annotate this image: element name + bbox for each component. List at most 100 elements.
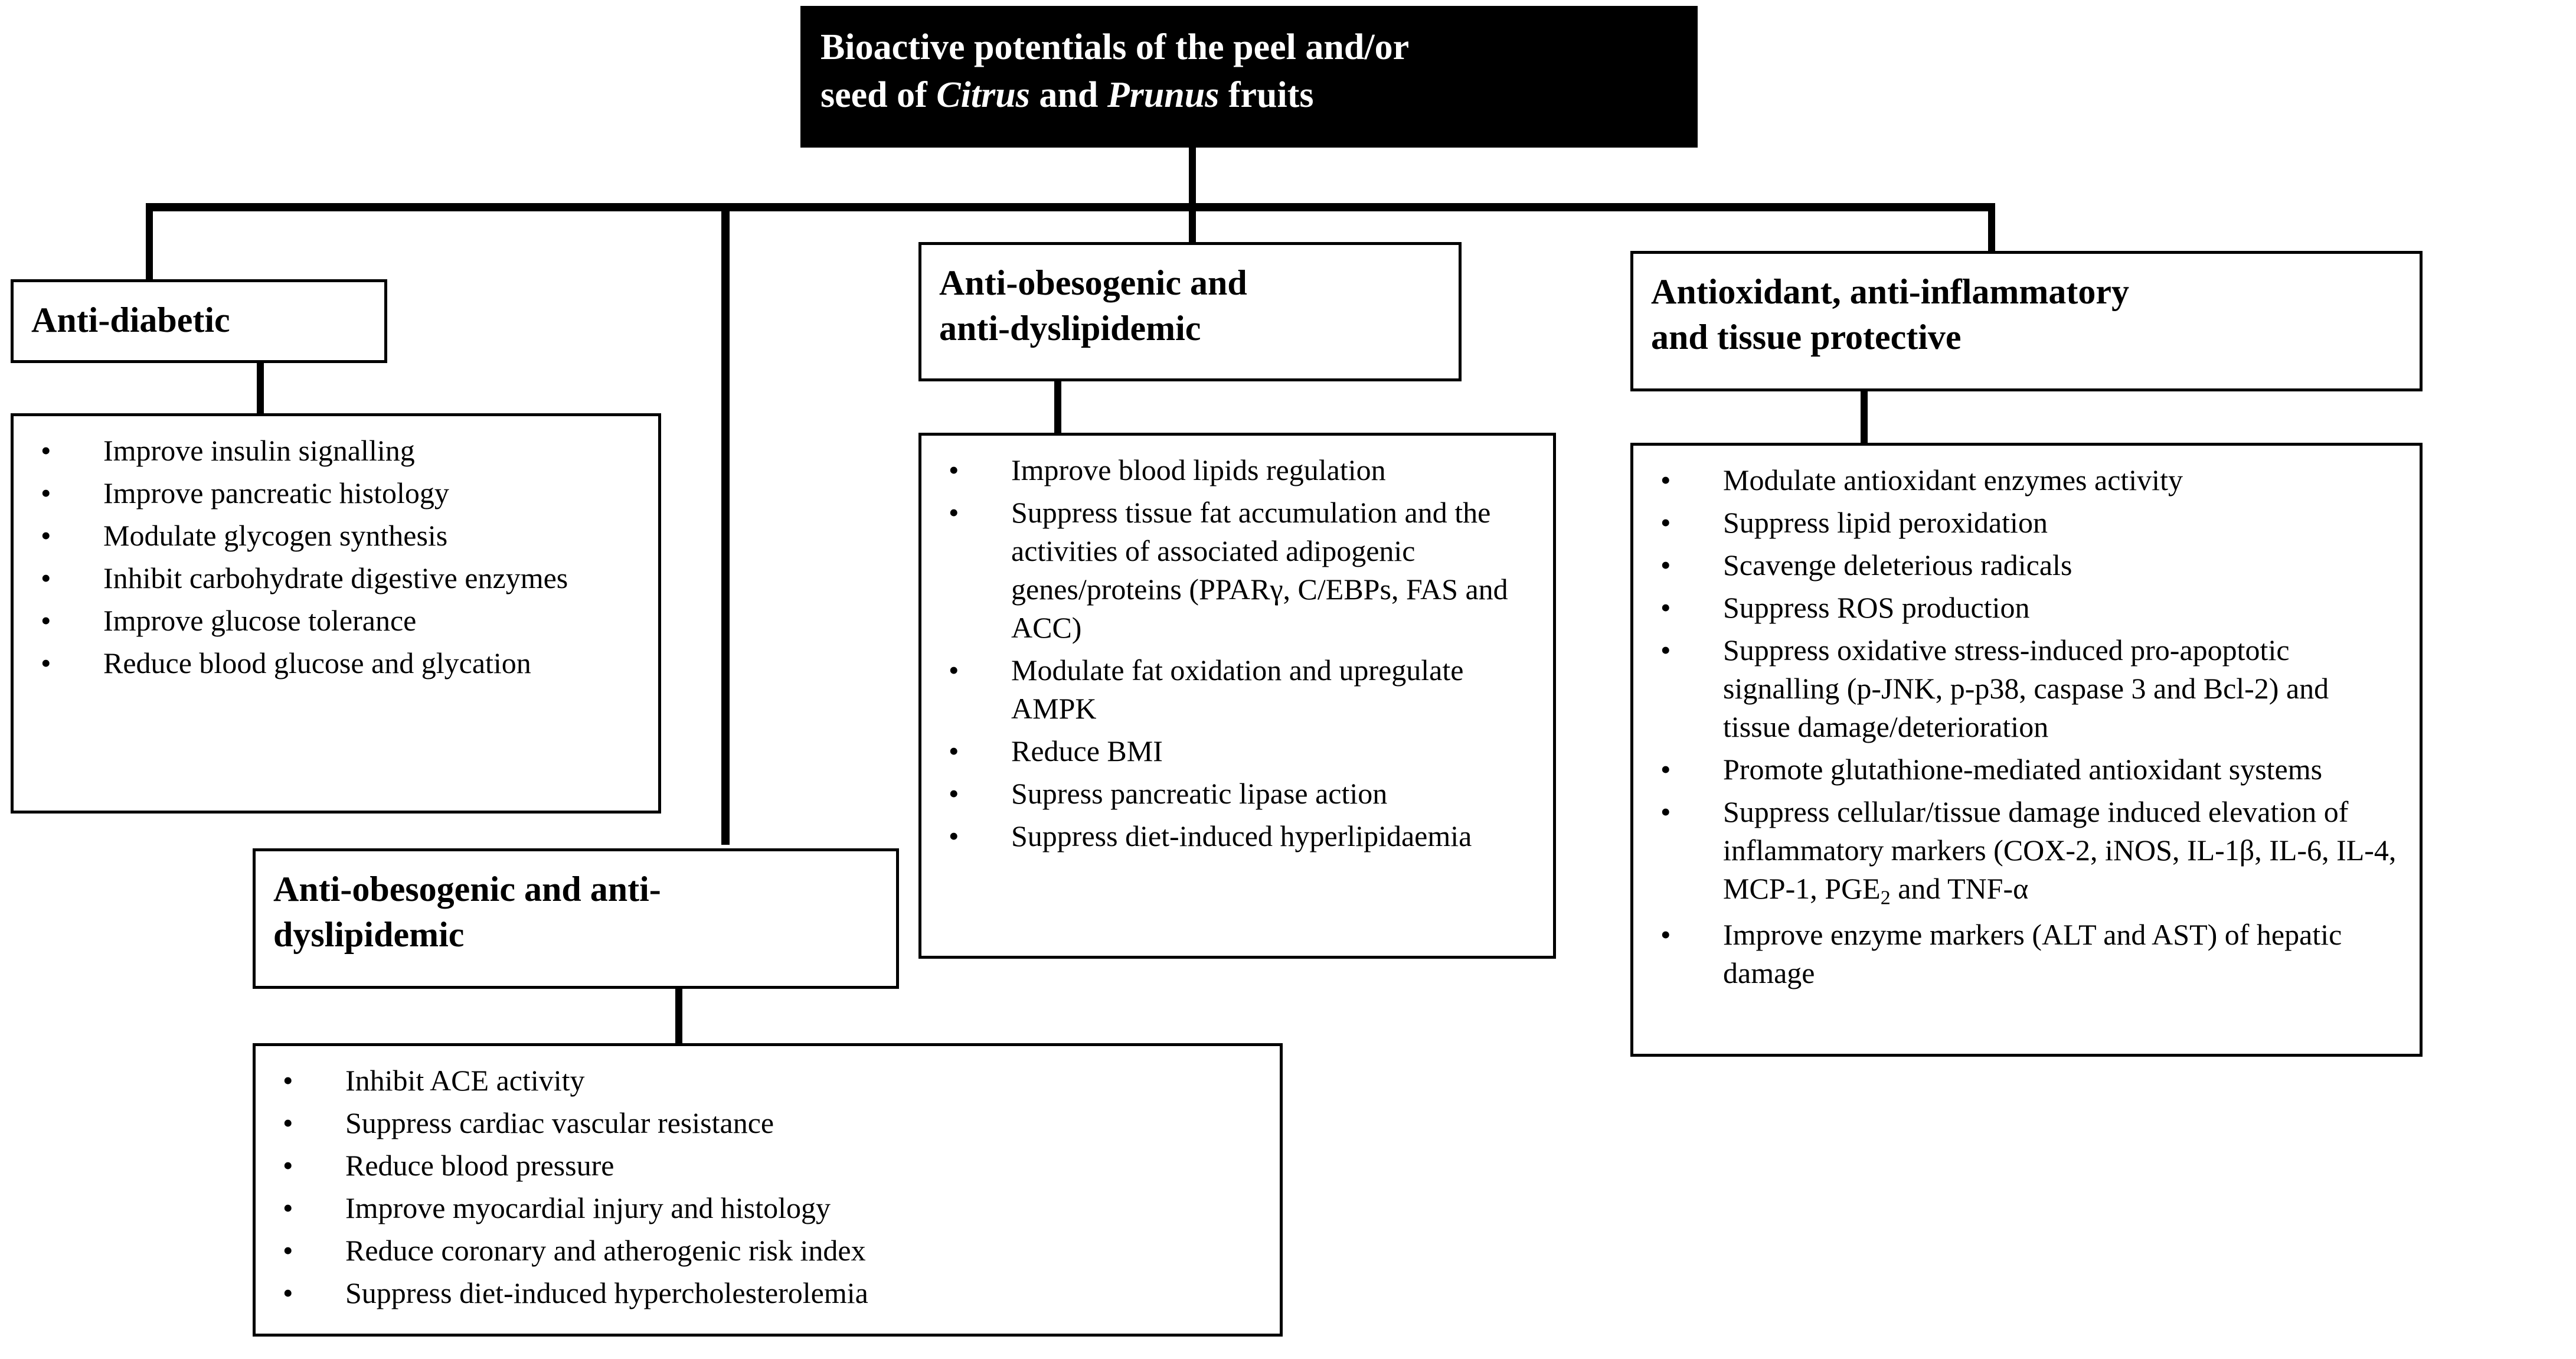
list-item-text: Improve pancreatic histology: [103, 476, 449, 509]
bullet-icon: •: [949, 496, 959, 529]
bullet-icon: •: [1660, 633, 1671, 667]
list-item: •Promote glutathione-mediated antioxidan…: [1657, 750, 2402, 789]
list-item-text: Improve myocardial injury and histology: [345, 1191, 831, 1224]
connector-anti-obesogenic-mid-to-list: [1054, 381, 1061, 434]
list-item: • Scavenge deleterious radicals: [1657, 546, 2402, 584]
bullet-icon: •: [41, 519, 51, 552]
node-anti-diabetic-header: Anti-diabetic: [11, 279, 387, 363]
list-item: • Inhibit ACE activity: [279, 1061, 1262, 1100]
list-item: • Reduce blood pressure: [279, 1146, 1262, 1185]
anti-obesogenic-bottom-item-list: • Inhibit ACE activity • Suppress cardiac …: [256, 1046, 1280, 1328]
list-item: • Improve enzyme markers (ALT and AST) of…: [1657, 916, 2402, 992]
bullet-icon: •: [283, 1191, 293, 1224]
list-item: •Suppress diet-induced hyperlipidaemia: [945, 817, 1535, 855]
list-item-text: Suppress cardiac vascular resistance: [345, 1106, 774, 1139]
bullet-icon: •: [41, 434, 51, 467]
list-item: •Suppress lipid peroxidation: [1657, 504, 2402, 542]
antioxidant-item-list: • Modulate antioxidant enzymes activity •…: [1633, 446, 2420, 1008]
node-anti-obesogenic-bottom-list: • Inhibit ACE activity • Suppress cardiac …: [253, 1043, 1283, 1337]
connector-drop-anti-diabetic: [146, 203, 153, 282]
list-item: • Improve insulin signalling: [37, 432, 640, 470]
bullet-icon: •: [1660, 917, 1671, 951]
list-item: • Suppress cellular/tissue damage induced…: [1657, 793, 2402, 912]
list-item-text: Reduce blood glucose and glycation: [103, 646, 531, 680]
node-antioxidant-list: • Modulate antioxidant enzymes activity •…: [1630, 443, 2423, 1057]
bullet-icon: •: [949, 777, 959, 810]
list-item: •Reduce BMI: [945, 732, 1535, 770]
list-item: •Suppress tissue fat accumulation and th…: [945, 494, 1535, 647]
list-item-text: Improve blood lipids regulation: [1011, 453, 1386, 486]
connector-drop-antioxidant: [1988, 203, 1995, 266]
list-item-text: Supress pancreatic lipase action: [1011, 777, 1388, 810]
header-line-1: Anti-obesogenic and: [939, 263, 1247, 302]
species-citrus: Citrus: [936, 74, 1030, 115]
list-item: • Modulate fat oxidation and upregulate A…: [945, 651, 1535, 728]
list-item: • Improve myocardial injury and histology: [279, 1189, 1262, 1227]
list-item-text: Modulate fat oxidation and upregulate AM…: [1011, 654, 1464, 725]
title-line-2-suffix: fruits: [1219, 74, 1314, 115]
header-line-1: Antioxidant, anti-inflammatory: [1651, 272, 2129, 311]
bullet-icon: •: [949, 654, 959, 687]
list-item: • Reduce coronary and atherogenic risk in…: [279, 1231, 1262, 1270]
species-prunus: Prunus: [1107, 74, 1220, 115]
title-line-2-middle: and: [1029, 74, 1107, 115]
title-line-1: Bioactive potentials of the peel and/or: [820, 27, 1410, 67]
anti-diabetic-item-list: • Improve insulin signalling • Improve pan…: [14, 416, 658, 698]
bullet-icon: •: [1660, 506, 1671, 539]
list-item-text: Reduce coronary and atherogenic risk ind…: [345, 1234, 866, 1267]
bullet-icon: •: [1660, 463, 1671, 496]
connector-title-stem: [1189, 148, 1196, 209]
bullet-icon: •: [41, 476, 51, 509]
bullet-icon: •: [1660, 591, 1671, 624]
list-item: • Suppress ROS production: [1657, 589, 2402, 627]
list-item-text: Scavenge deleterious radicals: [1723, 548, 2072, 582]
list-item-text: Modulate antioxidant enzymes activity: [1723, 463, 2183, 496]
bullet-icon: •: [283, 1149, 293, 1182]
list-item-text: Suppress oxidative stress-induced pro-ap…: [1723, 633, 2329, 743]
list-item: • Reduce blood glucose and glycation: [37, 644, 640, 682]
bullet-icon: •: [41, 561, 51, 594]
list-item-text: Suppress ROS production: [1723, 591, 2030, 624]
bullet-icon: •: [1660, 795, 1671, 828]
anti-obesogenic-mid-header-label: Anti-obesogenic and anti-dyslipidemic: [921, 245, 1459, 367]
list-item-text: Improve glucose tolerance: [103, 604, 417, 637]
title-line-2-prefix: seed of: [820, 74, 937, 115]
bullet-icon: •: [283, 1106, 293, 1139]
node-antioxidant-header: Antioxidant, anti-inflammatory and tissu…: [1630, 251, 2423, 391]
header-line-2: anti-dyslipidemic: [939, 308, 1201, 348]
title-node: Bioactive potentials of the peel and/or …: [800, 6, 1698, 148]
node-anti-obesogenic-mid-list: •Improve blood lipids regulation •Suppre…: [918, 433, 1556, 959]
list-item: • Improve pancreatic histology: [37, 474, 640, 512]
list-item: • Suppress oxidative stress-induced pro-a…: [1657, 631, 2402, 746]
list-item-text: Improve enzyme markers (ALT and AST) of …: [1723, 917, 2342, 989]
list-item-text: Improve insulin signalling: [103, 434, 415, 467]
bullet-icon: •: [283, 1234, 293, 1267]
list-item-text: Inhibit carbohydrate digestive enzymes: [103, 561, 568, 594]
list-item-text: Inhibit ACE activity: [345, 1064, 585, 1097]
anti-obesogenic-bottom-header-label: Anti-obesogenic and anti- dyslipidemic: [256, 851, 896, 973]
anti-diabetic-header-label: Anti-diabetic: [31, 300, 230, 339]
list-item: • Modulate glycogen synthesis: [37, 517, 640, 555]
bullet-icon: •: [949, 453, 959, 486]
bullet-icon: •: [41, 646, 51, 680]
list-item: •Suppress diet-induced hypercholesterole…: [279, 1274, 1262, 1312]
bullet-icon: •: [1660, 548, 1671, 582]
node-anti-obesogenic-bottom-header: Anti-obesogenic and anti- dyslipidemic: [253, 848, 899, 989]
bullet-icon: •: [1660, 753, 1671, 786]
list-item: • Suppress cardiac vascular resistance: [279, 1104, 1262, 1142]
list-item-text: Modulate glycogen synthesis: [103, 519, 448, 552]
bullet-icon: •: [283, 1064, 293, 1097]
anti-obesogenic-mid-item-list: •Improve blood lipids regulation •Suppre…: [921, 436, 1553, 871]
header-line-2: dyslipidemic: [273, 914, 465, 954]
list-item-text: Suppress diet-induced hyperlipidaemia: [1011, 819, 1472, 852]
connector-main-bus: [146, 203, 1995, 211]
list-item: • Inhibit carbohydrate digestive enzymes: [37, 559, 640, 597]
list-item: •Improve glucose tolerance: [37, 602, 640, 640]
header-line-1: Anti-obesogenic and anti-: [273, 870, 661, 909]
connector-anti-obesogenic-bottom-to-list: [675, 989, 682, 1046]
list-item-text-inflammatory: Suppress cellular/tissue damage induced …: [1723, 795, 2397, 909]
list-item-text: Reduce blood pressure: [345, 1149, 614, 1182]
node-anti-diabetic-list: • Improve insulin signalling • Improve pan…: [11, 413, 661, 814]
antioxidant-header-label: Antioxidant, anti-inflammatory and tissu…: [1633, 254, 2420, 375]
